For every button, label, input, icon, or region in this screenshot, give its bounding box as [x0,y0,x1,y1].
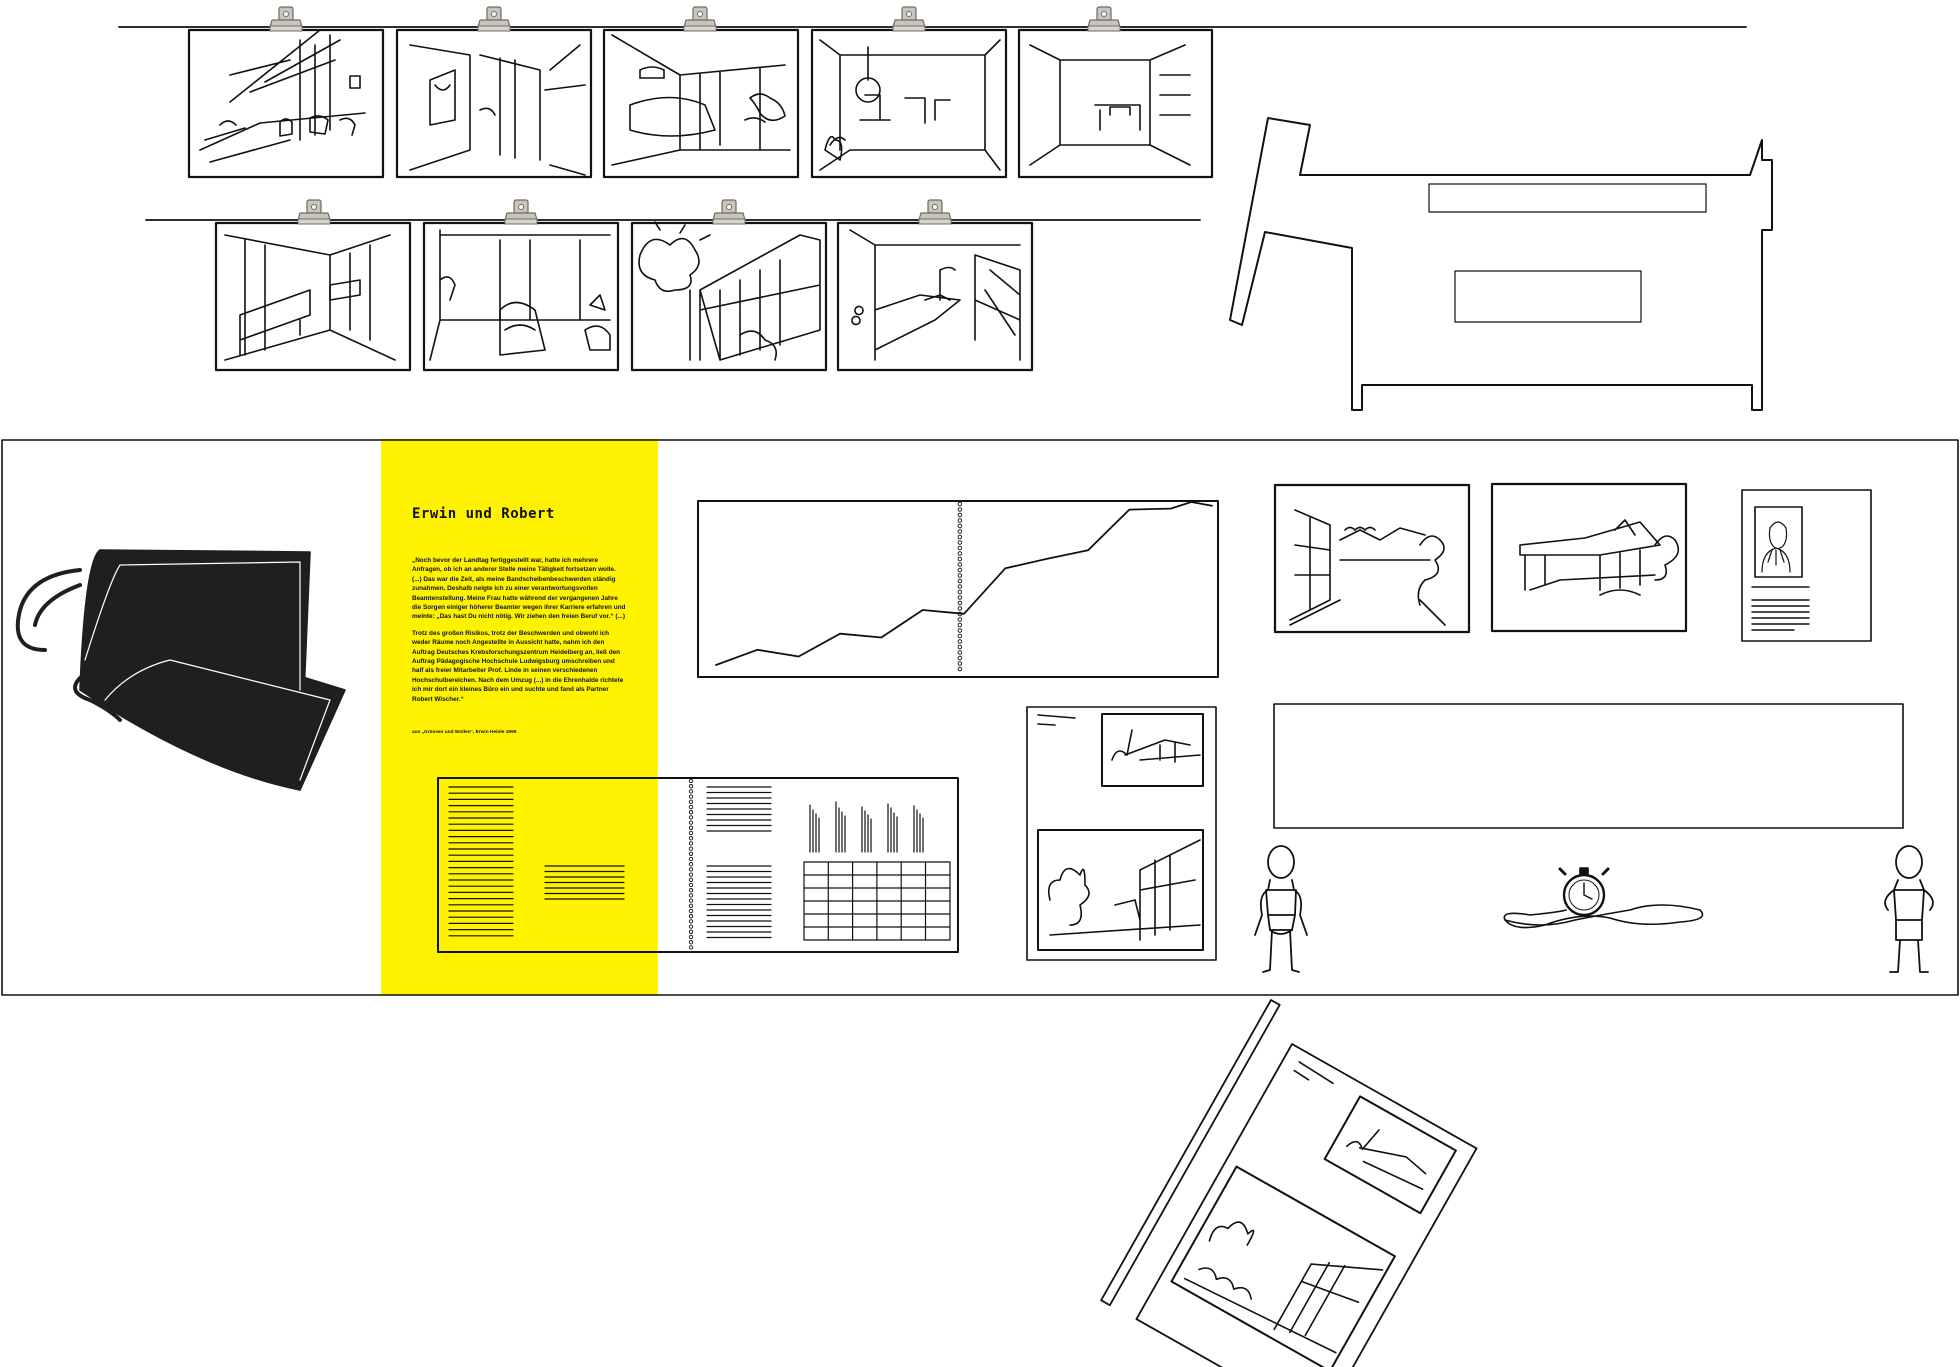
portrait-card [1741,489,1872,642]
divider-dot [957,622,963,628]
clip-icon [297,199,331,225]
clip-icon [683,6,717,32]
book-spine [688,778,694,950]
divider-dot [957,551,963,556]
divider-dot [957,650,963,655]
book-bar-graphic [809,801,924,853]
divider-dot [957,512,963,518]
divider-dot [957,567,963,573]
sketch-frame-4 [810,28,1008,179]
timeline-line [715,501,1213,666]
divider-dot [957,600,963,606]
panel-quote-text: „Noch bevor der Landtag fertiggestellt w… [412,556,626,711]
book-left-text-lines [448,786,514,937]
divider-dot [957,562,963,567]
divider-dot [957,573,963,578]
divider-dot [957,518,963,523]
divider-dot [957,639,963,644]
divider-dot [957,644,963,650]
picture-book [1026,706,1217,961]
book-table-grid [803,861,951,941]
clip-icon [918,199,952,225]
panel-title: Erwin und Robert [412,506,555,522]
clip-icon [477,6,511,32]
sketch-frame-7 [422,221,620,372]
wide-wall-frame [1273,703,1904,829]
divider-dot [957,595,963,600]
sketch-frame-2 [395,28,593,179]
sketch-frame-5 [1017,28,1214,179]
clip-icon [1087,6,1121,32]
floor-plan [1229,117,1773,411]
exhibition-wall [1,439,1959,996]
portrait-caption-lines [1751,586,1810,631]
book-middle-text-lines [544,865,625,900]
photo-frame-pavilion [1490,482,1688,633]
panel-paragraph-1: „Noch bevor der Landtag fertiggestellt w… [412,557,626,621]
clip-icon [892,6,926,32]
clip-icon [269,6,303,32]
portrait-icon [1761,521,1791,573]
divider-dot [957,617,963,622]
stopwatch-icon [1503,867,1704,929]
panel-paragraph-2: Trotz des großen Risikos, trotz der Besc… [412,629,624,703]
sketch-frame-9 [836,221,1034,372]
sketch-frame-8 [630,221,828,372]
divider-dot [957,606,963,611]
divider-dot [957,534,963,540]
sketch-frame-6 [214,221,412,372]
divider-dot [957,545,963,551]
divider-dot [957,666,963,672]
clip-icon [504,199,538,225]
divider-dot [957,556,963,562]
timeline-divider [957,501,963,672]
divider-dot [957,523,963,529]
boy-figure-icon [1254,845,1308,973]
divider-dot [957,633,963,639]
divider-dot [957,540,963,545]
sketch-frame-1 [187,28,385,179]
timeline-chart [697,500,1219,678]
boy-figure-icon [1884,845,1934,973]
open-book [437,777,959,953]
sketch-frame-3 [602,28,800,179]
clip-icon [712,199,746,225]
divider-dot [957,529,963,534]
panel-source: aus „Grüssen und Wollen“, Erwin Heinle 1… [412,730,517,735]
tilted-picture-book [1100,999,1478,1367]
book-right-text-lines [706,786,772,939]
divider-dot [957,507,963,512]
divider-dot [957,661,963,666]
swim-fins-icon [15,549,346,791]
divider-dot [957,584,963,589]
divider-dot [957,578,963,584]
divider-dot [957,655,963,661]
yellow-text-panel [381,439,658,995]
divider-dot [957,628,963,633]
divider-dot [957,501,963,507]
divider-dot [957,589,963,595]
photo-frame-street [1273,483,1471,634]
divider-dot [957,611,963,617]
